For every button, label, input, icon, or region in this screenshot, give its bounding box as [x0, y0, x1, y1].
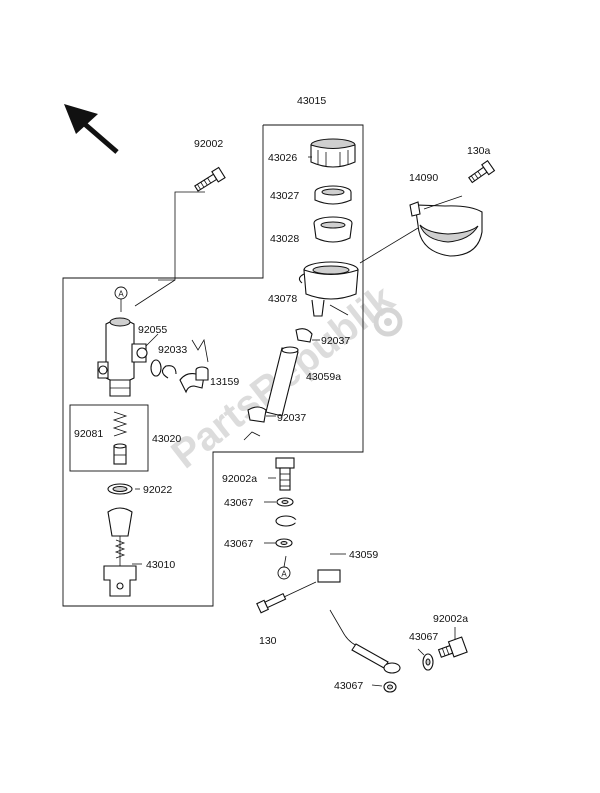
label-130: 130 — [259, 635, 277, 647]
label-13159: 13159 — [210, 376, 239, 388]
label-92081: 92081 — [74, 428, 103, 440]
leader-lines — [132, 156, 456, 687]
push-rod-43010 — [103, 507, 137, 597]
label-43028: 43028 — [270, 233, 299, 245]
hose-clamp-92037-lower — [247, 406, 267, 423]
label-14090: 14090 — [409, 172, 438, 184]
part-labels: 43015 92002 43026 43027 43028 43078 130a… — [74, 95, 491, 692]
reservoir-plate — [314, 185, 352, 205]
master-cylinder-body — [97, 317, 148, 397]
o-ring-92033 — [150, 359, 162, 377]
label-43078: 43078 — [268, 293, 297, 305]
piston-kit-box — [69, 404, 149, 472]
bolt-130 — [256, 592, 287, 614]
hose-clamp-92037-upper — [295, 328, 313, 343]
group-outline — [62, 124, 364, 607]
reference-a-top: A — [114, 286, 128, 300]
label-43010: 43010 — [146, 559, 175, 571]
banjo-bolt-92002a-right — [437, 636, 468, 658]
reference-a-bottom-label: A — [281, 570, 287, 579]
reservoir-diaphragm — [313, 216, 353, 243]
bolt-92002 — [194, 166, 226, 192]
label-43059a: 43059a — [306, 371, 341, 383]
washer-43067-d — [383, 681, 397, 693]
label-43067-d: 43067 — [334, 680, 363, 692]
circlip-92022 — [107, 483, 133, 495]
label-92002a-right: 92002a — [433, 613, 468, 625]
circlip-92055 — [161, 365, 177, 379]
reservoir-tank — [298, 261, 359, 317]
label-92055: 92055 — [138, 324, 167, 336]
reservoir-bracket — [409, 201, 483, 257]
hose-43059a — [265, 346, 299, 417]
brake-line-43059 — [275, 515, 401, 674]
label-43059: 43059 — [349, 549, 378, 561]
label-92022: 92022 — [143, 484, 172, 496]
banjo-bolt-92002a-left — [275, 457, 295, 491]
label-43020: 43020 — [152, 433, 181, 445]
reservoir-cap — [310, 138, 356, 168]
label-92002a-left: 92002a — [222, 473, 257, 485]
elbow-fitting-13159 — [179, 366, 209, 394]
watermark-gear-icon — [373, 307, 403, 337]
label-43026: 43026 — [268, 152, 297, 164]
washer-43067-b — [275, 538, 293, 548]
label-43067-a: 43067 — [224, 497, 253, 509]
spring-92081 — [112, 411, 128, 437]
label-92037-upper: 92037 — [321, 335, 350, 347]
label-43027: 43027 — [270, 190, 299, 202]
washer-43067-c — [422, 653, 434, 671]
reference-a-bottom: A — [277, 566, 291, 580]
washer-43067-a — [276, 497, 294, 507]
label-92002: 92002 — [194, 138, 223, 150]
label-92037-lower: 92037 — [277, 412, 306, 424]
label-92033: 92033 — [158, 344, 187, 356]
reference-a-top-label: A — [118, 290, 124, 299]
label-43067-b: 43067 — [224, 538, 253, 550]
label-43015: 43015 — [297, 95, 326, 107]
screw-130a — [468, 160, 496, 184]
front-direction-arrow-icon — [64, 104, 119, 154]
label-43067-c: 43067 — [409, 631, 438, 643]
label-130a: 130a — [467, 145, 491, 157]
